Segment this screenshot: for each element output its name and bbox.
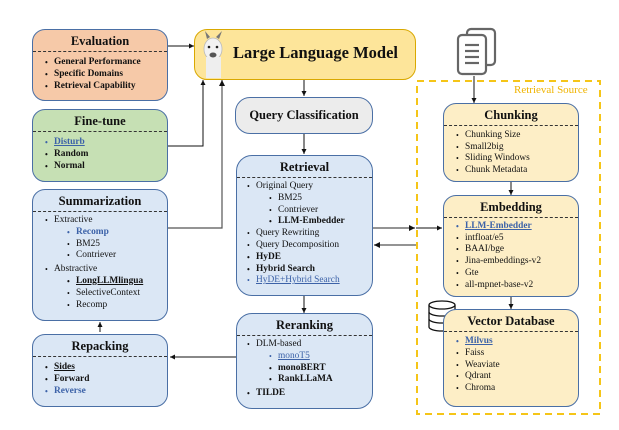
reranking-item: TILDE <box>247 388 372 400</box>
query-classification-title: Query Classification <box>249 108 359 122</box>
retrieval-item: HyDE <box>247 252 372 264</box>
evaluation-box[interactable]: Evaluation General Performance Specific … <box>32 29 168 101</box>
retrieval-original-query: Original Query <box>247 181 372 193</box>
arrow-finetune-llm <box>168 80 206 147</box>
summarization-item: Recomp <box>67 300 167 312</box>
evaluation-item: General Performance <box>45 57 167 69</box>
summarization-item: Contriever <box>67 250 167 262</box>
vector-database-item: Qdrant <box>456 371 578 383</box>
query-classification-box[interactable]: Query Classification <box>235 97 373 134</box>
repacking-item: Forward <box>45 374 167 386</box>
chunking-item: Chunk Metadata <box>456 165 578 177</box>
summarization-extractive: Extractive <box>45 215 167 227</box>
repacking-item: Reverse <box>45 386 167 398</box>
retrieval-item: HyDE+Hybrid Search <box>247 275 372 287</box>
finetune-item: Disturb <box>45 137 167 149</box>
embedding-item: BAAI/bge <box>456 244 578 256</box>
llm-box[interactable]: Large Language Model <box>194 29 416 80</box>
reranking-item: RankLLaMA <box>269 374 372 386</box>
vector-database-item: Chroma <box>456 383 578 395</box>
retrieval-item: BM25 <box>269 193 372 205</box>
repacking-item: Sides <box>45 362 167 374</box>
finetune-box[interactable]: Fine-tune Disturb Random Normal <box>32 109 168 182</box>
retrieval-source-label: Retrieval Source <box>514 84 588 96</box>
finetune-item: Normal <box>45 161 167 173</box>
vector-database-item: Faiss <box>456 348 578 360</box>
evaluation-item: Specific Domains <box>45 69 167 81</box>
embedding-title: Embedding <box>444 196 578 218</box>
reranking-item: monoT5 <box>269 351 372 363</box>
documents-icon <box>456 27 497 76</box>
summarization-item: Recomp <box>67 227 167 239</box>
llama-icon <box>203 31 223 78</box>
finetune-title: Fine-tune <box>33 110 167 132</box>
reranking-title: Reranking <box>237 314 372 336</box>
embedding-box[interactable]: Embedding LLM-Embedder intfloat/e5 BAAI/… <box>443 195 579 297</box>
summarization-title: Summarization <box>33 190 167 212</box>
summarization-item: LongLLMlingua <box>67 276 167 288</box>
vector-database-item: Milvus <box>456 336 578 348</box>
retrieval-source-region <box>416 80 601 415</box>
chunking-item: Small2big <box>456 142 578 154</box>
retrieval-item: Query Decomposition <box>247 240 372 252</box>
retrieval-item: Hybrid Search <box>247 264 372 276</box>
evaluation-item: Retrieval Capability <box>45 81 167 93</box>
chunking-item: Chunking Size <box>456 130 578 142</box>
retrieval-item: LLM-Embedder <box>269 216 372 228</box>
embedding-item: Gte <box>456 268 578 280</box>
chunking-item: Sliding Windows <box>456 153 578 165</box>
evaluation-title: Evaluation <box>33 30 167 52</box>
chunking-title: Chunking <box>444 104 578 126</box>
repacking-box[interactable]: Repacking Sides Forward Reverse <box>32 334 168 407</box>
finetune-item: Random <box>45 149 167 161</box>
retrieval-item: Query Rewriting <box>247 228 372 240</box>
embedding-item: Jina-embeddings-v2 <box>456 256 578 268</box>
reranking-item: monoBERT <box>269 363 372 375</box>
summarization-item: BM25 <box>67 239 167 251</box>
reranking-box[interactable]: Reranking DLM-based monoT5 monoBERT Rank… <box>236 313 373 409</box>
summarization-box[interactable]: Summarization Extractive Recomp BM25 Con… <box>32 189 168 321</box>
summarization-abstractive: Abstractive <box>45 264 167 276</box>
llm-title: Large Language Model <box>233 43 398 62</box>
summarization-item: SelectiveContext <box>67 288 167 300</box>
arrow-summarization-llm <box>168 80 225 229</box>
repacking-title: Repacking <box>33 335 167 357</box>
vector-database-item: Weaviate <box>456 360 578 372</box>
vector-database-title: Vector Database <box>444 310 578 332</box>
retrieval-item: Contriever <box>269 205 372 217</box>
embedding-item: intfloat/e5 <box>456 233 578 245</box>
retrieval-box[interactable]: Retrieval Original Query BM25 Contriever… <box>236 155 373 296</box>
vector-database-box[interactable]: Vector Database Milvus Faiss Weaviate Qd… <box>443 309 579 407</box>
reranking-dlm: DLM-based <box>247 339 372 351</box>
embedding-item: LLM-Embedder <box>456 221 578 233</box>
chunking-box[interactable]: Chunking Chunking Size Small2big Sliding… <box>443 103 579 182</box>
embedding-item: all-mpnet-base-v2 <box>456 280 578 292</box>
retrieval-title: Retrieval <box>237 156 372 178</box>
